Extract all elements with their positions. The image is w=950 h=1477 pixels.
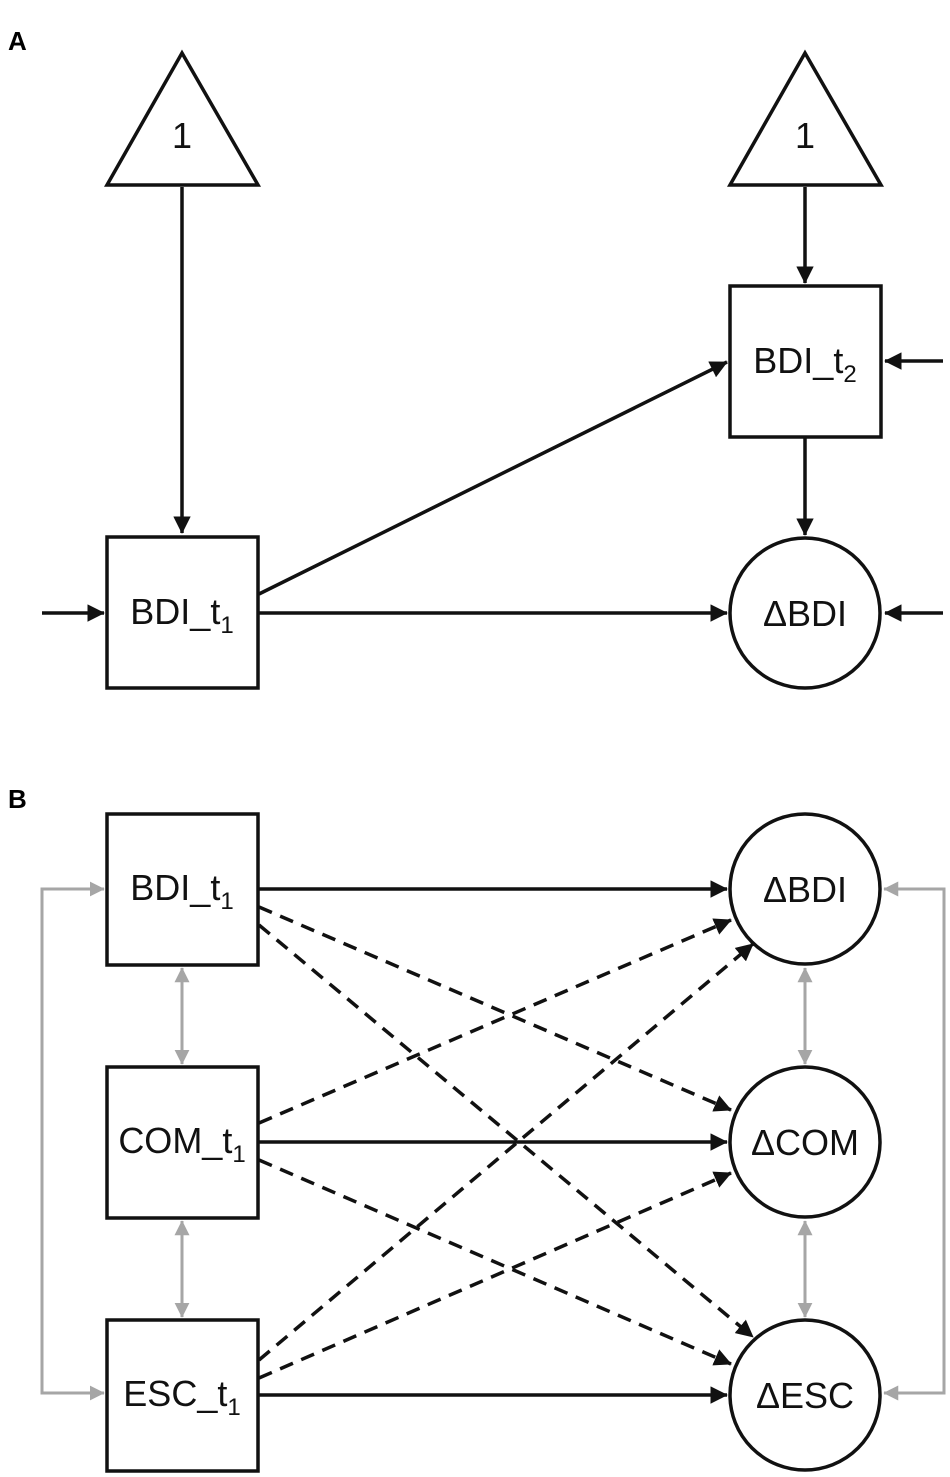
b-delta-com-circle: ΔCOM xyxy=(728,1065,882,1219)
bdi-t1-label: BDI_t1 xyxy=(130,591,233,639)
constant-triangle-right: 1 xyxy=(726,49,885,187)
panel-b-solid-paths xyxy=(259,880,728,1404)
b-com-t1-label-main: COM_t xyxy=(118,1120,232,1161)
b-delta-bdi-circle: ΔBDI xyxy=(728,812,882,966)
constant-right-label: 1 xyxy=(795,115,815,156)
b-esc-t1-label-sub: 1 xyxy=(227,1394,240,1421)
panel-b-dashed-paths xyxy=(257,905,755,1380)
bdi-t1-label-main: BDI_t xyxy=(130,591,220,632)
path-bdi-to-delta-com xyxy=(258,905,732,1112)
b-delta-bdi-label: ΔBDI xyxy=(763,869,847,910)
constant-triangle-left: 1 xyxy=(103,49,262,187)
delta-bdi-circle: ΔBDI xyxy=(728,536,882,690)
b-delta-esc-label: ΔESC xyxy=(756,1375,854,1416)
panel-a-nodes: 1 1 BDI_t2 BDI_t1 ΔBDI xyxy=(103,49,885,690)
path-com-to-delta-bdi xyxy=(258,918,732,1125)
bdi-t2-box: BDI_t2 xyxy=(728,284,883,439)
b-esc-t1-box: ESC_t1 xyxy=(105,1318,260,1473)
b-esc-t1-label-main: ESC_t xyxy=(123,1373,227,1414)
cov-delta-bdi-esc xyxy=(883,881,946,1401)
constant-left-label: 1 xyxy=(172,115,192,156)
b-com-t1-box: COM_t1 xyxy=(105,1065,260,1220)
b-esc-t1-label: ESC_t1 xyxy=(123,1373,240,1421)
path-esc-to-delta-com xyxy=(258,1171,732,1380)
panel-b-nodes: BDI_t1 COM_t1 ESC_t1 ΔBDI ΔCOM ΔESC xyxy=(105,812,882,1473)
path-esc-to-delta-bdi xyxy=(257,942,755,1362)
b-delta-com-label: ΔCOM xyxy=(751,1122,859,1163)
b-bdi-t1-label-sub: 1 xyxy=(220,888,233,915)
panel-b-label: B xyxy=(8,784,27,814)
b-bdi-t1-box: BDI_t1 xyxy=(105,812,260,967)
delta-bdi-label: ΔBDI xyxy=(763,593,847,634)
bdi-t1-label-sub: 1 xyxy=(220,612,233,639)
b-com-t1-label-sub: 1 xyxy=(232,1141,245,1168)
b-delta-esc-circle: ΔESC xyxy=(728,1318,882,1472)
cov-bdi-esc xyxy=(40,881,105,1401)
path-bdi-t1-to-bdi-t2 xyxy=(258,360,728,596)
panel-b-covariances xyxy=(40,881,946,1401)
path-com-to-delta-esc xyxy=(258,1158,732,1366)
bdi-t2-label-sub: 2 xyxy=(843,361,856,388)
bdi-t2-label: BDI_t2 xyxy=(753,340,856,388)
b-com-t1-label: COM_t1 xyxy=(118,1120,245,1168)
b-bdi-t1-label: BDI_t1 xyxy=(130,867,233,915)
bdi-t2-label-main: BDI_t xyxy=(753,340,843,381)
panel-a-label: A xyxy=(8,26,27,56)
b-bdi-t1-label-main: BDI_t xyxy=(130,867,220,908)
path-bdi-to-delta-esc xyxy=(257,923,755,1339)
bdi-t1-box: BDI_t1 xyxy=(105,535,260,690)
panel-a-paths xyxy=(42,187,943,622)
